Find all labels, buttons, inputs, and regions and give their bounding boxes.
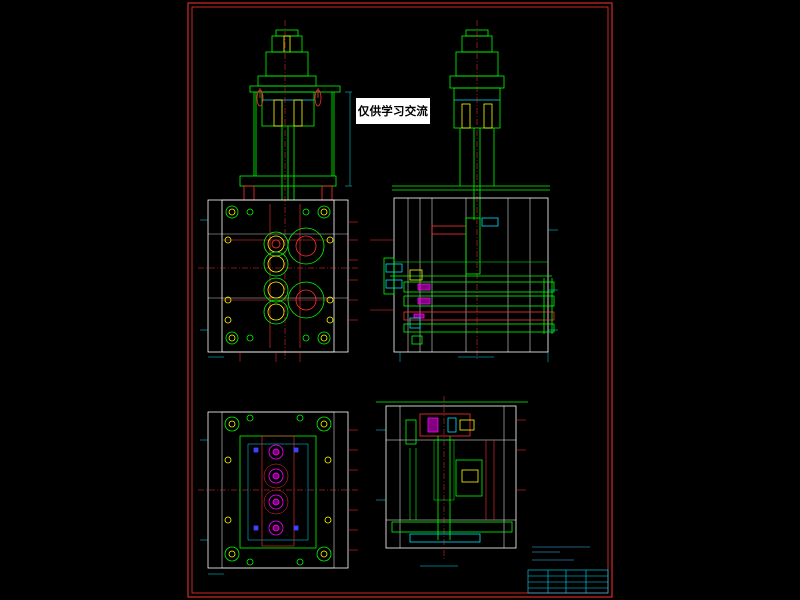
mold-plate-front <box>198 199 358 362</box>
plan-view <box>198 411 358 575</box>
technical-notes <box>532 546 590 561</box>
watermark-label: 仅供学习交流 <box>355 97 431 125</box>
side-section-view <box>370 20 558 362</box>
vertical-section-view <box>376 396 528 567</box>
drawing-frame <box>187 2 613 598</box>
title-block <box>527 569 609 594</box>
front-view <box>239 20 352 360</box>
